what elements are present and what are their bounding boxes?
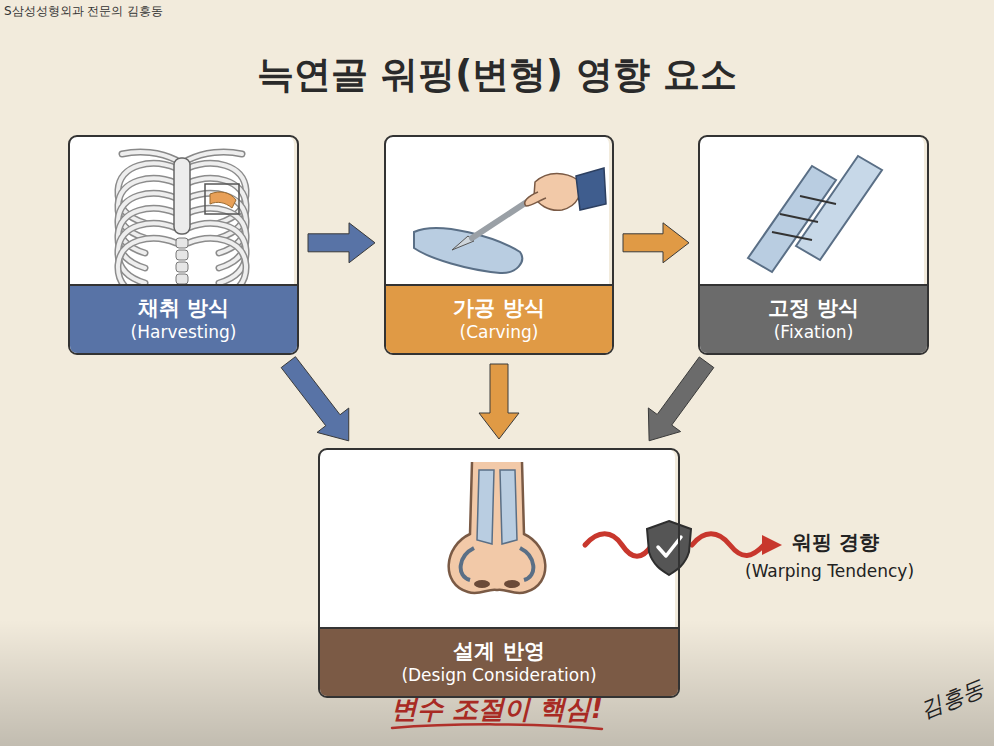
key-note: 변수 조절이 핵심!	[360, 692, 634, 727]
lateral-crus	[461, 548, 534, 580]
rib	[118, 223, 176, 283]
box-subtitle: (Design Consideration)	[328, 664, 670, 686]
clavicle	[122, 152, 176, 160]
fixation-figure	[748, 156, 882, 272]
shield-icon	[647, 521, 691, 575]
warping-arrow	[692, 534, 764, 556]
spine	[176, 238, 188, 248]
label-band: 가공 방식(Carving)	[386, 284, 612, 353]
suture	[772, 196, 836, 240]
label-band: 고정 방식(Fixation)	[700, 284, 927, 353]
sternum	[174, 158, 190, 234]
bottom-shade	[0, 620, 994, 746]
shield-icon	[647, 521, 691, 575]
clavicle	[188, 152, 242, 160]
warping-arrow	[585, 534, 652, 557]
box-fills	[69, 136, 924, 697]
process-box: 고정 방식(Fixation)	[698, 135, 929, 355]
ribcage-figure	[118, 152, 246, 298]
flow-arrow	[281, 357, 349, 441]
hand	[534, 174, 580, 211]
sleeve	[576, 168, 606, 210]
harvest-cartilage	[210, 192, 236, 208]
box-heading: 고정 방식	[708, 295, 919, 321]
box-heading: 설계 반영	[328, 638, 670, 664]
title: 늑연골 워핑(변형) 영향 요소	[0, 50, 994, 100]
rib	[188, 223, 246, 283]
outcome-label: (Warping Tendency)	[745, 561, 914, 581]
label-band: 설계 반영(Design Consideration)	[320, 627, 678, 696]
shield-icon	[658, 537, 681, 556]
carving-figure	[414, 168, 606, 273]
process-box: 가공 방식(Carving)	[384, 135, 614, 355]
watermark: S삼성성형외과 전문의 김흥동	[4, 3, 163, 20]
nose-figure	[449, 462, 546, 593]
result-box: 설계 반영(Design Consideration)	[318, 448, 680, 698]
spine	[176, 238, 188, 284]
rib	[118, 223, 176, 283]
process-box: 채취 방식(Harvesting)	[68, 135, 299, 355]
harvest-site-frame	[205, 184, 239, 214]
cartilage-graft	[477, 470, 494, 544]
cartilage-strip	[796, 156, 882, 260]
flow-arrow	[479, 364, 519, 439]
box-subtitle: (Fixation)	[708, 321, 919, 343]
label-band: 채취 방식(Harvesting)	[70, 284, 297, 353]
flow-arrow	[648, 357, 713, 441]
nostril	[474, 580, 490, 588]
box-heading: 가공 방식	[394, 295, 604, 321]
box-heading: 채취 방식	[78, 295, 289, 321]
box-subtitle: (Carving)	[394, 321, 604, 343]
finger	[525, 192, 546, 206]
spine	[176, 262, 188, 272]
underline	[392, 724, 602, 729]
spine	[176, 250, 188, 260]
box-subtitle: (Harvesting)	[78, 321, 289, 343]
cartilage-graft	[500, 470, 517, 544]
signature: 김흥동	[916, 673, 988, 726]
spine	[176, 274, 188, 284]
nostril	[504, 580, 520, 588]
flow-arrow	[623, 223, 689, 263]
warping-arrow	[762, 535, 782, 555]
rib	[188, 223, 246, 283]
scalpel-handle	[472, 188, 548, 238]
clavicle	[188, 152, 242, 160]
outcome-label: 워핑 경향	[792, 529, 879, 556]
cartilage-piece	[414, 228, 522, 273]
clavicle	[122, 152, 176, 160]
flow-arrow	[308, 223, 375, 263]
nose-outline	[449, 462, 546, 593]
